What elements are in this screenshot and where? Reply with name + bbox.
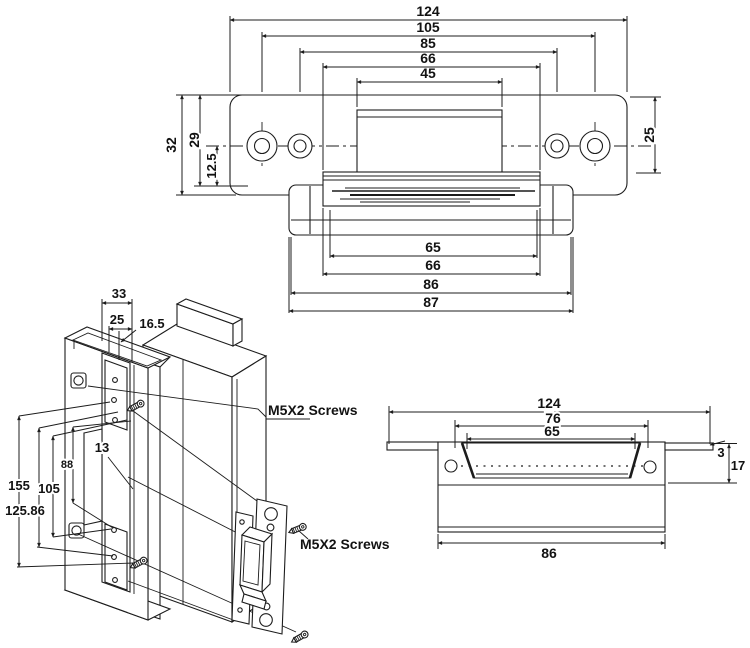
dim-label-33: 33	[112, 286, 126, 301]
dim-label-3: 3	[717, 445, 724, 460]
strike-screw-upper	[287, 521, 308, 537]
dim-label-16-5: 16.5	[139, 316, 164, 331]
screw-label-bottom: M5X2 Screws	[300, 536, 390, 552]
left-lip	[386, 441, 439, 451]
dim-label-29: 29	[186, 132, 202, 148]
dim-label-25-right: 25	[641, 127, 657, 143]
keeper-box	[239, 526, 274, 610]
upper-liner-plate	[104, 359, 128, 431]
dim-label-65-side: 65	[544, 423, 560, 439]
right-lip	[664, 442, 714, 451]
dim-label-66-bottom: 66	[425, 257, 441, 273]
dim-label-32: 32	[163, 137, 179, 153]
front-view-left-dims: 32 29 12.5	[161, 94, 252, 196]
side-view: 124 76 65 3 17 86	[386, 395, 747, 563]
latch-bar	[322, 171, 541, 207]
front-view-right-dim: 25	[630, 96, 661, 174]
dim-label-12-5: 12.5	[204, 153, 219, 178]
screw-callouts: M5X2 Screws M5X2 Screws	[87, 385, 390, 552]
dim-label-25-iso: 25	[110, 312, 124, 327]
keeper-tongue	[356, 109, 503, 175]
dim-label-86: 86	[423, 276, 439, 292]
side-hole-right	[643, 460, 657, 474]
side-view-dims: 124 76 65 3 17 86	[388, 395, 747, 563]
strike-screw-lower	[289, 629, 310, 646]
front-view-top-dims: 124 105 85 66 45	[229, 3, 628, 170]
dim-label-87: 87	[423, 294, 439, 310]
mortise-cutout	[83, 352, 135, 594]
iso-top-dims: 33 25 16.5	[101, 284, 167, 362]
dim-label-66-top: 66	[420, 50, 436, 66]
dim-label-88: 88	[61, 459, 73, 471]
front-view: 124 105 85 66 45 65 66 86 87 32 29 12.5	[161, 3, 661, 313]
dim-label-125-86: 125.86	[5, 503, 45, 518]
iso-left-dims: 155 125.86 105 88 13	[3, 401, 135, 568]
dim-label-124-top: 124	[416, 3, 440, 19]
dim-label-105: 105	[416, 19, 440, 35]
front-view-bottom-dims: 65 66 86 87	[288, 208, 574, 313]
iso-view: 33 25 16.5 155 125.86 105 88 13	[3, 284, 390, 646]
strike-assembly	[231, 498, 310, 646]
mounting-holes	[246, 130, 611, 162]
screw-label-top: M5X2 Screws	[268, 402, 358, 418]
dim-label-124-side: 124	[537, 395, 561, 411]
dim-label-86-side: 86	[541, 545, 557, 561]
dim-label-13: 13	[95, 440, 109, 455]
keeper-recess	[446, 442, 656, 479]
dim-label-76: 76	[545, 410, 561, 426]
dim-label-105-iso: 105	[38, 481, 60, 496]
dim-label-17: 17	[731, 458, 745, 473]
dim-label-65: 65	[425, 239, 441, 255]
dim-label-85: 85	[420, 35, 436, 51]
dim-label-155: 155	[8, 478, 30, 493]
side-hole-left	[444, 459, 458, 473]
latch-bar-hatch	[332, 187, 535, 203]
dim-label-45: 45	[420, 65, 436, 81]
face-knockouts	[68, 372, 87, 539]
